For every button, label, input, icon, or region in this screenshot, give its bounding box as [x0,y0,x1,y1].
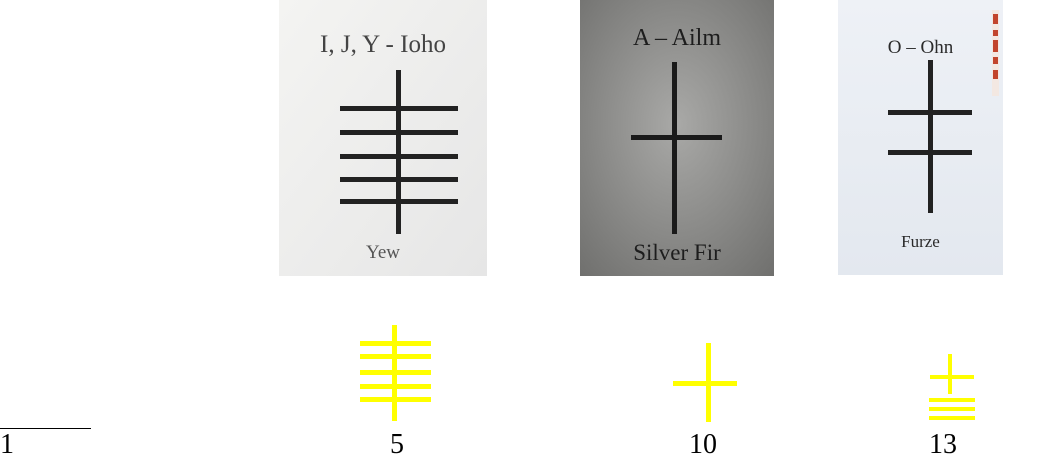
number-10: 10 [689,429,717,460]
ohn-yellow-glyph [926,354,978,424]
ohn-caption: Furze [901,232,940,251]
ioho-card-image [279,0,487,276]
ioho-title: I, J, Y - Ioho [320,31,446,58]
stamp-strip [992,10,999,96]
ioho-card: I, J, Y - Ioho Yew [279,0,487,276]
ailm-card: A – Ailm Silver Fir [580,0,774,276]
ohn-title: O – Ohn [887,37,954,58]
ailm-card-image [580,0,774,276]
number-5: 5 [390,429,404,460]
number-13: 13 [929,429,957,460]
ailm-caption: Silver Fir [633,240,721,265]
ioho-caption: Yew [366,242,400,263]
ohn-ogham-symbol [888,60,972,213]
ohn-card-image [838,0,1003,275]
ioho-ogham-symbol [340,70,458,234]
ioho-yellow-glyph [360,325,434,421]
ohn-card: O – Ohn Furze [838,0,1003,275]
footnote-rule [0,428,91,429]
number-1: 1 [0,429,14,460]
ailm-title: A – Ailm [632,25,722,51]
ailm-ogham-symbol [631,62,722,234]
ailm-yellow-glyph [673,343,737,422]
